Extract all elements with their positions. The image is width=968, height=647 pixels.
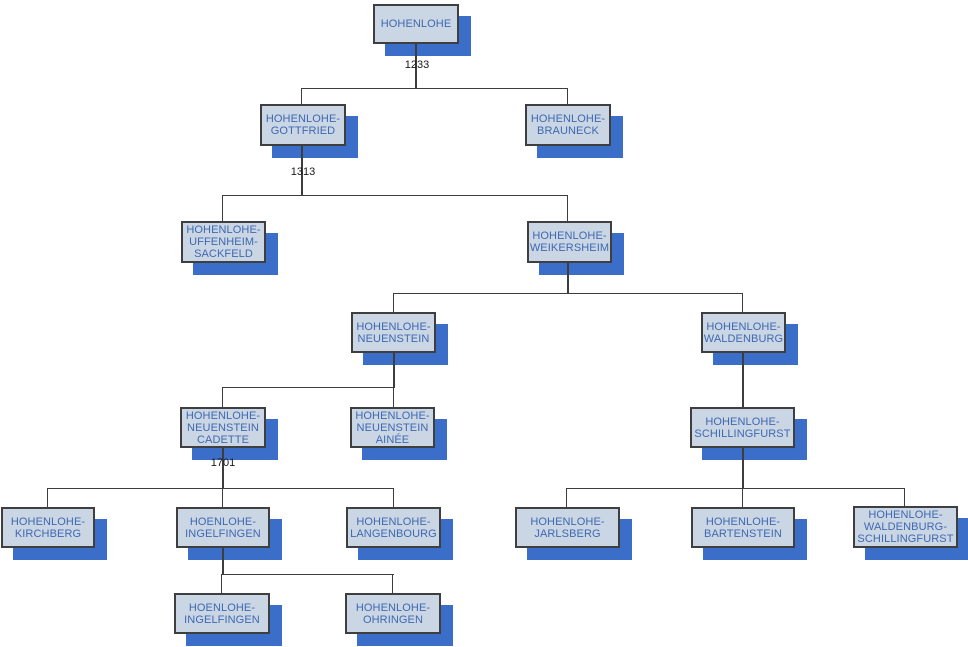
connector-gottfried-stem: [301, 145, 303, 196]
connector-kirchberg-drop: [47, 488, 48, 508]
node-hohenlohe-uffenheim-sackfeld: HOHENLOHE- UFFENHEIM- SACKFELD: [181, 221, 266, 263]
connector-ingelfingen-stem: [222, 546, 224, 575]
connector-ingelfingen-cadet-drop: [221, 574, 222, 594]
connector-weikersheim-stem: [567, 261, 569, 294]
node-label: HOHENLOHE: [380, 18, 452, 30]
node-label: HOENLOHE- INGELFINGEN: [185, 515, 261, 540]
node-label: HOHENLOHE- WEIKERSHEIM: [529, 230, 610, 254]
node-label: HOHENLOHE- NEUENSTEIN: [356, 320, 431, 345]
connector-uffenheim-drop: [222, 195, 223, 222]
node-label: HOHENLOHE- BARTENSTEIN: [704, 515, 782, 540]
node-hohenlohe-ohringen: HOHENLOHE- OHRINGEN: [345, 593, 441, 634]
connector-waldenburg-drop: [742, 293, 743, 313]
connector-waldenburg-stem: [742, 351, 744, 407]
connector-weikersheim-drop: [567, 195, 568, 222]
connector-level2-bar: [222, 195, 568, 196]
node-label: HOHENLOHE- GOTTFRIED: [265, 113, 341, 137]
node-label: HOHENLOHE- KIRCHBERG: [10, 515, 86, 540]
year-label-1313: 1313: [290, 166, 316, 178]
node-hohenlohe-bartenstein: HOHENLOHE- BARTENSTEIN: [691, 507, 795, 548]
connector-level5-left-bar: [47, 488, 394, 489]
node-label: HOHENLOHE- WALDENBURG- SCHILLINGFURST: [857, 509, 954, 545]
node-hohenlohe-schillingfurst: HOHENLOHE- SCHILLINGFURST: [690, 407, 795, 448]
connector-bartenstein-drop: [742, 488, 743, 508]
node-label: HOHENLOHE- BRAUNECK: [530, 113, 606, 137]
node-hohenlohe-weikersheim: HOHENLOHE- WEIKERSHEIM: [527, 221, 612, 263]
node-hohenlohe-neuenstein-ainee: HOHENLOHE- NEUENSTEIN AINÉE: [350, 407, 435, 448]
connector-cadette-drop: [222, 387, 223, 408]
connector-neuenstein-drop: [393, 293, 394, 313]
connector-level5-right-bar: [566, 488, 905, 489]
node-hohenlohe-waldenburg: HOHENLOHE- WALDENBURG: [701, 312, 786, 353]
node-hohenlohe-neuenstein-cadette: HOHENLOHE- NEUENSTEIN CADETTE: [180, 407, 266, 448]
node-label: HOHENLOHE- SCHILLINGFURST: [694, 415, 791, 440]
connector-brauneck-drop: [567, 88, 568, 105]
connector-waldenburg-schillingfurst-drop: [904, 488, 905, 507]
connector-level4-left-bar: [222, 387, 394, 388]
connector-level3-bar: [393, 293, 743, 294]
connector-hohenlohe-stem: [415, 44, 417, 89]
node-hohenlohe-waldenburg-schillingfurst: HOHENLOHE- WALDENBURG- SCHILLINGFURST: [853, 506, 958, 548]
year-label-1701: 1701: [210, 457, 236, 469]
node-hohenlohe-kirchberg: HOHENLOHE- KIRCHBERG: [1, 507, 95, 548]
connector-ohringen-drop: [392, 574, 393, 594]
connector-level6-bar: [221, 574, 394, 575]
year-label-1233: 1233: [404, 59, 430, 71]
node-label: HOHENLOHE- UFFENHEIM- SACKFELD: [186, 224, 261, 260]
node-label: HOHENLOHE- LANGENBOURG: [350, 515, 437, 540]
connector-jarlsberg-drop: [566, 488, 567, 508]
node-label: HOHENLOHE- JARLSBERG: [530, 515, 605, 540]
connector-langenbourg-drop: [393, 488, 394, 508]
node-label: HOHENLOHE- OHRINGEN: [355, 601, 431, 626]
node-hohenlohe-brauneck: HOHENLOHE- BRAUNECK: [525, 104, 611, 146]
connector-ingelfingen-drop: [222, 488, 223, 508]
connector-level1-bar: [301, 88, 568, 89]
connector-gottfried-drop: [301, 88, 302, 105]
node-hohenlohe-jarlsberg: HOHENLOHE- JARLSBERG: [515, 507, 620, 548]
node-hohenlohe-neuenstein: HOHENLOHE- NEUENSTEIN: [351, 312, 436, 353]
node-hohenlohe: HOHENLOHE: [373, 4, 459, 44]
connector-schillingfurst-stem: [742, 446, 744, 489]
connector-neuenstein-stem: [393, 351, 395, 388]
node-label: HOHENLOHE- WALDENBURG: [703, 320, 784, 345]
node-hohenlohe-gottfried: HOHENLOHE- GOTTFRIED: [260, 104, 346, 146]
node-label: HOENLOHE- INGELFINGEN: [184, 601, 260, 626]
connector-cadette-stem: [222, 446, 224, 489]
node-label: HOHENLOHE- NEUENSTEIN AINÉE: [355, 409, 430, 446]
connector-ainee-drop: [393, 387, 394, 408]
node-hoenlohe-ingelfingen-cadet: HOENLOHE- INGELFINGEN: [174, 593, 270, 634]
node-label: HOHENLOHE- NEUENSTEIN CADETTE: [185, 409, 261, 446]
node-hohenlohe-langenbourg: HOHENLOHE- LANGENBOURG: [346, 507, 441, 548]
node-hoenlohe-ingelfingen: HOENLOHE- INGELFINGEN: [176, 507, 270, 548]
